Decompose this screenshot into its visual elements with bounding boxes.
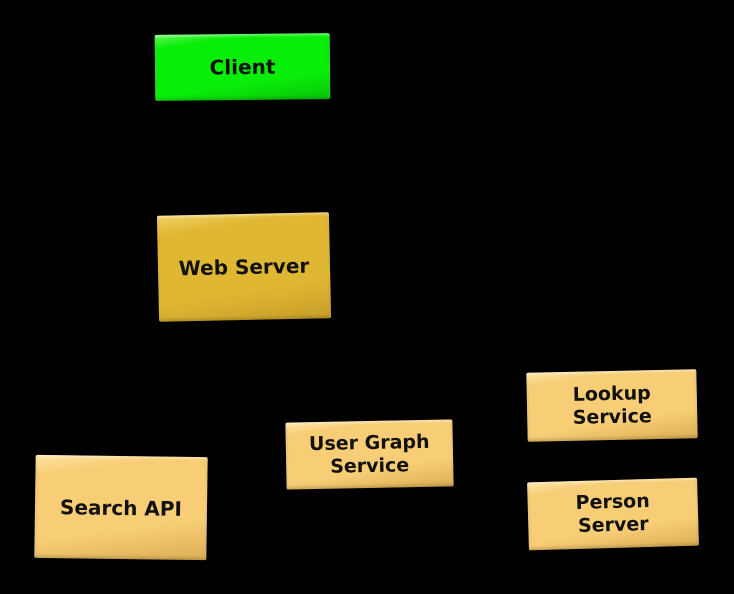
node-client: Client — [154, 33, 331, 101]
node-user-graph-service-label-line1: User Graph — [308, 430, 430, 455]
node-person-server: Person Server — [527, 477, 699, 551]
node-person-server-label-line2: Server — [577, 513, 649, 537]
node-web-server: Web Server — [156, 212, 332, 322]
node-lookup-service-label-line2: Service — [572, 404, 652, 429]
node-user-graph-service: User Graph Service — [285, 419, 454, 490]
node-lookup-service-label-line1: Lookup — [572, 381, 651, 406]
node-search-api-label: Search API — [59, 494, 183, 521]
node-lookup-service: Lookup Service — [526, 369, 698, 442]
node-client-label: Client — [209, 54, 276, 80]
node-user-graph-service-label-line2: Service — [330, 453, 410, 478]
node-web-server-label: Web Server — [178, 253, 310, 281]
node-person-server-label-line1: Person — [575, 489, 650, 515]
node-search-api: Search API — [34, 454, 208, 561]
